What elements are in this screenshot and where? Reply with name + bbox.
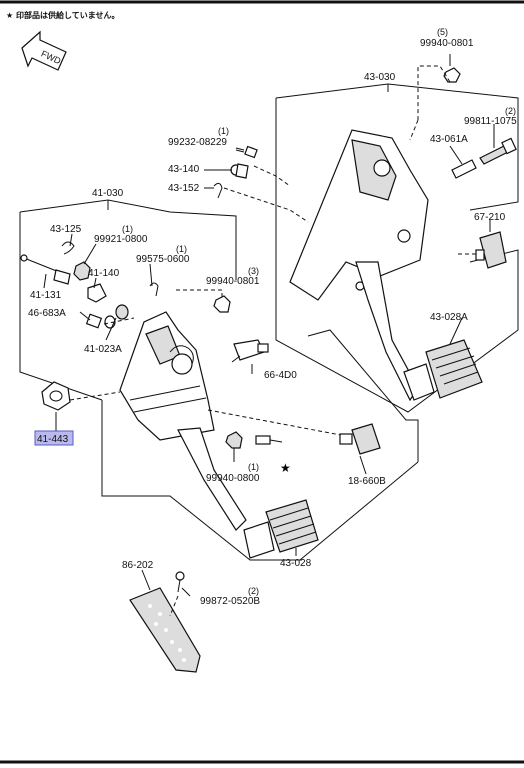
- label-99811-1075-qty: (2): [505, 106, 516, 116]
- label-99940-0800: 99940-0800: [206, 473, 260, 484]
- fwd-arrow-icon: FWD: [21, 30, 67, 71]
- label-43-028a: 43-028A: [430, 312, 468, 323]
- highlight-41-443[interactable]: [34, 430, 74, 446]
- nut-mid-part: [213, 295, 231, 313]
- nut-99921-0800-part: [73, 261, 91, 281]
- label-99575-0600-qty: (1): [176, 244, 187, 254]
- bolt-99232-08229-part: [235, 145, 258, 159]
- label-41-030: 41-030: [92, 188, 124, 199]
- label-99940-0800-qty: (1): [248, 462, 259, 472]
- clutch-pedal-pad-part: [403, 339, 483, 401]
- nut-top-part: [443, 67, 461, 83]
- bolt-not-supplied-part: [255, 435, 283, 445]
- clevis-41-140-part: [87, 283, 107, 303]
- label-43-140: 43-140: [168, 164, 200, 175]
- push-rod-part: [20, 254, 71, 285]
- brake-bracket-part: [119, 311, 215, 441]
- star-icon: ★: [280, 461, 291, 475]
- pin-43-152-part: [213, 182, 223, 199]
- label-43-152: 43-152: [168, 183, 200, 194]
- label-99921-0800: 99921-0800: [94, 234, 148, 245]
- label-41-023a: 41-023A: [84, 344, 122, 355]
- label-99940-0801-top-qty: (5): [437, 27, 448, 37]
- label-99940-0801-mid: 99940-0801: [206, 276, 260, 287]
- label-41-140: 41-140: [88, 268, 120, 279]
- label-99940-0801-mid-qty: (3): [248, 266, 259, 276]
- cotter-pin-part: [149, 282, 159, 297]
- leader-lines: [43, 124, 495, 597]
- switch-66-4d0-part: [231, 339, 269, 363]
- label-67-210: 67-210: [474, 212, 506, 223]
- label-43-030: 43-030: [364, 72, 396, 83]
- label-18-660b: 18-660B: [348, 476, 386, 487]
- label-46-683a: 46-683A: [28, 308, 66, 319]
- brake-pedal-arm-part: [177, 427, 247, 531]
- label-43-125: 43-125: [50, 224, 82, 235]
- clutch-bracket-part: [289, 129, 429, 301]
- switch-18-660b-part: [339, 423, 381, 455]
- label-86-202: 86-202: [122, 560, 154, 571]
- not-supplied-note: ★ 印部品は供給していません。: [6, 10, 119, 20]
- gasket-41-443-part: [41, 381, 71, 411]
- bolt-99872-0520b-part: [175, 571, 185, 593]
- pin-46-683a-part: [85, 313, 103, 329]
- label-99872-0520b-qty: (2): [248, 586, 259, 596]
- label-99575-0600: 99575-0600: [136, 254, 190, 265]
- label-43-028: 43-028: [280, 558, 312, 569]
- label-41-131: 41-131: [30, 290, 62, 301]
- label-43-061a: 43-061A: [430, 134, 468, 145]
- label-99940-0801-top: 99940-0801: [420, 38, 474, 49]
- label-99811-1075: 99811-1075: [464, 116, 517, 127]
- label-99232-08229: 99232-08229: [168, 137, 227, 148]
- brake-pedal-group-frame: [19, 199, 419, 561]
- brake-pedal-pad-part: [243, 499, 319, 559]
- bushing-41-023a-part: [104, 304, 129, 329]
- bushing-part: [451, 159, 477, 179]
- clip-43-125-part: [61, 241, 75, 255]
- bushing-43-140-part: [230, 163, 249, 179]
- nut-99940-0800-part: [225, 431, 243, 449]
- footrest-86-202-part: [129, 587, 201, 673]
- label-66-4d0: 66-4D0: [264, 370, 297, 381]
- label-99921-0800-qty: (1): [122, 224, 133, 234]
- label-99872-0520b: 99872-0520B: [200, 596, 260, 607]
- switch-67-210-part: [475, 220, 507, 269]
- bolt-99811-1075-part: [479, 137, 517, 165]
- label-41-443[interactable]: 41-443: [37, 434, 69, 445]
- label-99232-08229-qty: (1): [218, 126, 229, 136]
